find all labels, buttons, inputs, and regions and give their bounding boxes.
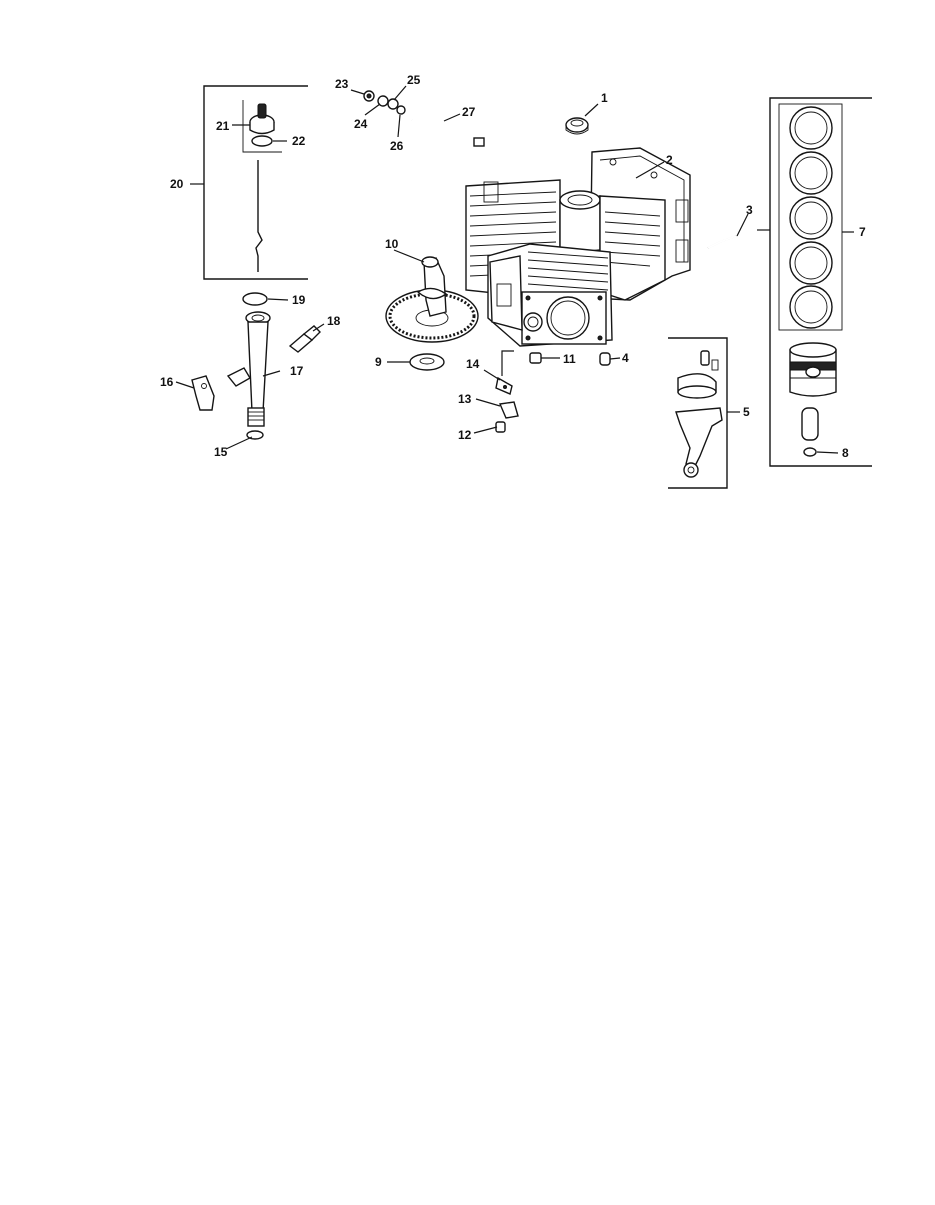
callout-2: 2 <box>666 153 673 167</box>
callout-25: 25 <box>407 73 421 87</box>
retaining-clip <box>803 447 817 457</box>
bracket-13 <box>498 401 519 419</box>
callout-21: 21 <box>216 119 230 133</box>
piston <box>789 342 837 397</box>
callout-27: 27 <box>462 105 476 119</box>
callout-26: 26 <box>390 139 404 153</box>
callout-12: 12 <box>458 428 472 442</box>
washer-25 <box>387 98 399 110</box>
callout-16: 16 <box>160 375 174 389</box>
screw-12 <box>495 421 506 433</box>
crankcase-block <box>465 147 691 347</box>
dipstick-cap <box>249 103 275 135</box>
callout-17: 17 <box>290 364 304 378</box>
clamp-bracket <box>191 375 215 411</box>
leader-lines <box>175 85 839 454</box>
callout-4: 4 <box>622 351 629 365</box>
connecting-rod-bracket <box>668 337 740 489</box>
vent-hose <box>411 118 485 147</box>
piston-rings-bracket <box>757 97 872 467</box>
washer-24 <box>377 95 389 107</box>
dipstick-tube <box>226 311 271 427</box>
plug <box>529 352 542 364</box>
callout-9: 9 <box>375 355 382 369</box>
oil-seal <box>565 117 589 135</box>
ring-set-box <box>778 103 854 331</box>
callout-8: 8 <box>842 446 849 460</box>
breather-tube <box>707 235 737 249</box>
o-ring-22 <box>251 135 273 147</box>
piston-ring-set <box>789 106 833 329</box>
callout-23: 23 <box>335 77 349 91</box>
callout-10: 10 <box>385 237 399 251</box>
dipstick-group-bracket <box>190 85 308 280</box>
bracket-14 <box>495 376 513 395</box>
callout-20: 20 <box>170 177 184 191</box>
callout-13: 13 <box>458 392 472 406</box>
callout-1: 1 <box>601 91 608 105</box>
thrust-washer <box>409 353 445 371</box>
connecting-rod <box>675 350 723 478</box>
piston-pin <box>801 407 819 441</box>
callout-7: 7 <box>859 225 866 239</box>
dipstick-rod <box>255 160 263 272</box>
bolt-26 <box>396 105 406 115</box>
callout-5: 5 <box>743 405 750 419</box>
o-ring-19 <box>242 292 268 306</box>
callout-3: 3 <box>746 203 753 217</box>
nut-23 <box>363 90 375 102</box>
callout-19: 19 <box>292 293 306 307</box>
dowel-pin <box>599 352 611 366</box>
callout-24: 24 <box>354 117 368 131</box>
dipstick-cap-box <box>242 100 282 153</box>
callout-labels: 1 2 3 4 5 7 6 8 9 10 11 12 13 14 15 16 1… <box>160 73 866 460</box>
callout-22: 22 <box>292 134 306 148</box>
callout-11: 11 <box>563 352 576 366</box>
callout-18: 18 <box>327 314 341 328</box>
callout-15: 15 <box>214 445 228 459</box>
camshaft-gear <box>385 256 479 343</box>
callout-14: 14 <box>466 357 480 371</box>
